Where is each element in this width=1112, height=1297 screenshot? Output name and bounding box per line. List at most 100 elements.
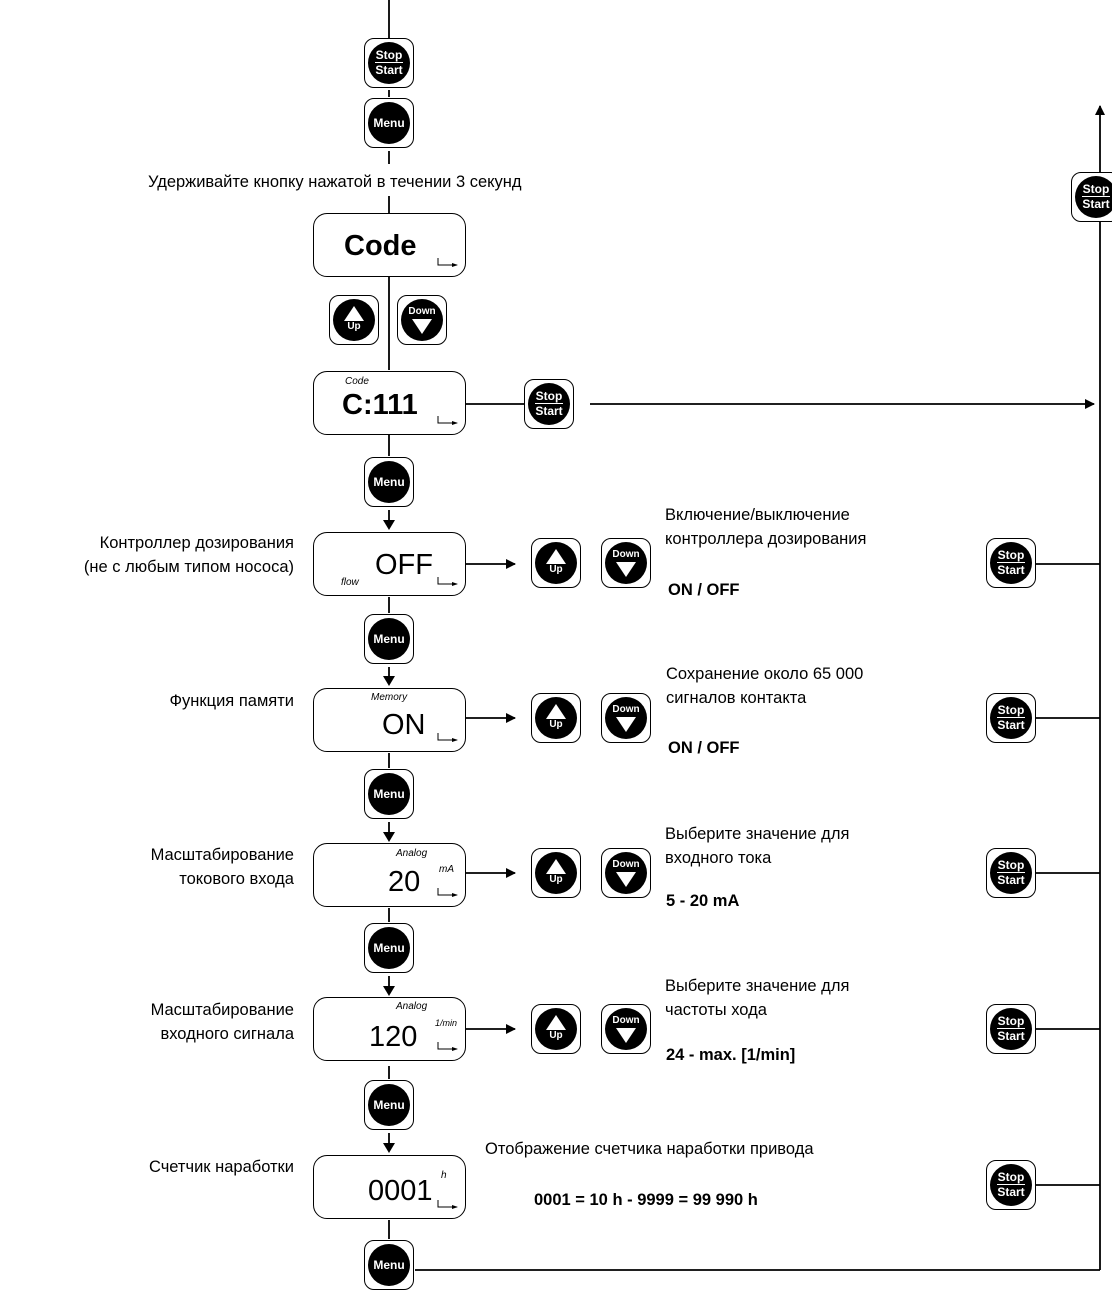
down-button-flow[interactable]: Down	[601, 538, 651, 588]
down-button-analog-freq[interactable]: Down	[601, 1004, 651, 1054]
up-button-analog-freq[interactable]: Up	[531, 1004, 581, 1054]
analog-freq-description: Выберите значение для частоты хода	[665, 974, 849, 1022]
start-label: Start	[997, 563, 1025, 577]
start-label: Start	[997, 1185, 1025, 1199]
analog-freq-range: 24 - max. [1/min]	[666, 1046, 796, 1064]
analog-ma-description: Выберите значение для входного тока	[665, 822, 849, 870]
flow-desc-line1: Включение/выключение	[665, 506, 850, 524]
stop-label: Stop	[374, 48, 404, 63]
down-button-memory[interactable]: Down	[601, 693, 651, 743]
analog-freq-left-line1: Масштабирование	[150, 1001, 294, 1019]
display-memory: Memory ON	[313, 688, 466, 752]
memory-left-label: Функция памяти	[170, 689, 294, 713]
menu-label: Menu	[373, 1098, 405, 1112]
arrow-up-icon	[546, 704, 566, 719]
flow-description: Включение/выключение контроллера дозиров…	[665, 503, 866, 551]
menu-label: Menu	[373, 787, 405, 801]
analog-ma-range: 5 - 20 mA	[666, 892, 740, 910]
flow-desc-line2: контроллера дозирования	[665, 530, 867, 548]
menu-button-6[interactable]: Menu	[364, 1080, 414, 1130]
analog-freq-left-line2: входного сигнала	[160, 1025, 294, 1043]
start-label: Start	[997, 718, 1025, 732]
down-button-analog-ma[interactable]: Down	[601, 848, 651, 898]
stop-label: Stop	[1081, 182, 1111, 197]
display-code-label: Code	[345, 376, 369, 387]
analog-ma-left-line1: Масштабирование	[150, 846, 294, 864]
display-hours-value: 0001	[368, 1175, 433, 1207]
display-analog-freq-value: 120	[369, 1021, 418, 1053]
menu-label: Menu	[373, 1258, 405, 1272]
enter-icon	[437, 1200, 458, 1209]
menu-button-3[interactable]: Menu	[364, 614, 414, 664]
flow-left-line1: Контроллер дозирования	[99, 534, 294, 552]
start-label: Start	[375, 63, 403, 77]
menu-label: Menu	[373, 475, 405, 489]
analog-ma-left-line2: токового входа	[179, 870, 294, 888]
hours-left-line1: Счетчик наработки	[148, 1158, 294, 1176]
menu-label: Menu	[373, 941, 405, 955]
menu-button-7[interactable]: Menu	[364, 1240, 414, 1290]
arrow-up-icon	[546, 1015, 566, 1030]
flow-left-label: Контроллер дозирования (не с любым типом…	[84, 531, 294, 579]
arrow-up-icon	[546, 549, 566, 564]
flow-range: ON / OFF	[668, 581, 740, 599]
arrow-down-icon	[616, 1028, 636, 1043]
enter-icon	[437, 258, 458, 267]
stop-label: Stop	[996, 1014, 1026, 1029]
start-label: Start	[997, 873, 1025, 887]
menu-button-1[interactable]: Menu	[364, 98, 414, 148]
menu-button-2[interactable]: Menu	[364, 457, 414, 507]
memory-desc-line1: Сохранение около 65 000	[666, 665, 864, 683]
hours-range: 0001 = 10 h - 9999 = 99 990 h	[534, 1191, 758, 1209]
display-analog-ma: Analog 20 mA	[313, 843, 466, 907]
analog-freq-left-label: Масштабирование входного сигнала	[151, 998, 294, 1046]
analog-freq-desc-line2: частоты хода	[665, 1001, 767, 1019]
display-memory-label: Memory	[371, 692, 408, 703]
enter-icon	[437, 416, 458, 425]
display-code: Code	[313, 213, 466, 277]
arrow-up-icon	[546, 859, 566, 874]
display-memory-value: ON	[382, 709, 426, 741]
menu-button-5[interactable]: Menu	[364, 923, 414, 973]
enter-icon	[437, 1042, 458, 1051]
enter-icon	[437, 888, 458, 897]
menu-button-4[interactable]: Menu	[364, 769, 414, 819]
display-hours-unit: h	[441, 1170, 447, 1181]
display-code-number: C:111	[342, 389, 418, 421]
up-button-memory[interactable]: Up	[531, 693, 581, 743]
analog-freq-desc-line1: Выберите значение для	[665, 977, 850, 995]
memory-range: ON / OFF	[668, 739, 740, 757]
up-button-code[interactable]: Up	[329, 295, 379, 345]
start-label: Start	[1082, 197, 1110, 211]
memory-description: Сохранение около 65 000 сигналов контакт…	[666, 662, 863, 710]
up-label: Up	[549, 719, 563, 730]
up-label: Up	[549, 564, 563, 575]
display-code-value: Code C:111	[313, 371, 466, 435]
display-flow: OFF flow	[313, 532, 466, 596]
up-label: Up	[549, 874, 563, 885]
arrow-down-icon	[616, 562, 636, 577]
down-button-code[interactable]: Down	[397, 295, 447, 345]
analog-ma-desc-line2: входного тока	[665, 849, 772, 867]
display-code-value: Code	[344, 230, 417, 262]
menu-label: Menu	[373, 632, 405, 646]
flow-left-line2: (не с любым типом нососа)	[83, 558, 294, 576]
hold-instruction: Удерживайте кнопку нажатой в течении 3 с…	[148, 173, 522, 191]
memory-left-line1: Функция памяти	[169, 692, 294, 710]
stop-label: Stop	[996, 858, 1026, 873]
menu-label: Menu	[373, 116, 405, 130]
arrow-down-icon	[616, 717, 636, 732]
up-button-analog-ma[interactable]: Up	[531, 848, 581, 898]
up-button-flow[interactable]: Up	[531, 538, 581, 588]
display-analog-ma-label: Analog	[396, 848, 428, 859]
analog-ma-left-label: Масштабирование токового входа	[151, 843, 294, 891]
